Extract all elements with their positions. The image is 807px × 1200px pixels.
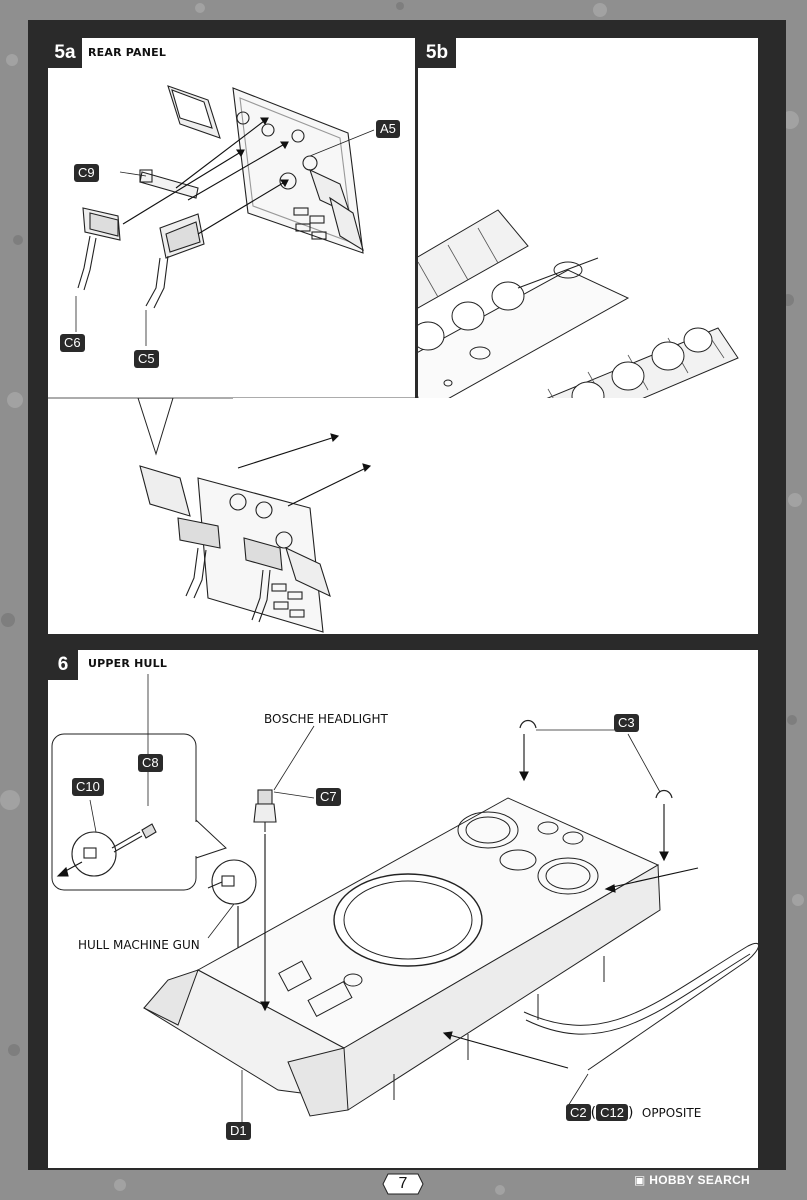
watermark-text: HOBBY SEARCH (649, 1173, 751, 1187)
step-5-rear-assembly-panel (48, 398, 758, 634)
caption-opposite: OPPOSITE (641, 1106, 702, 1120)
part-label-c2: C2 (566, 1104, 591, 1121)
step-6-badge: 6 (48, 650, 78, 680)
step-6-panel: 6 UPPER HULL (48, 650, 758, 1168)
step-6-title: UPPER HULL (88, 657, 168, 670)
hobby-search-watermark: ▣ HOBBY SEARCH (634, 1173, 750, 1187)
part-label-c8: C8 (138, 754, 163, 772)
step-5a-title: REAR PANEL (88, 46, 167, 59)
part-label-c10: C10 (72, 778, 104, 796)
caption-bosche-headlight: BOSCHE HEADLIGHT (264, 712, 388, 726)
part-label-a5: A5 (376, 120, 400, 138)
page-number-frame-icon (382, 1173, 424, 1195)
part-label-c7: C7 (316, 788, 341, 806)
paren-close: ) (627, 1105, 634, 1121)
step-5a-panel: 5a REAR PANEL (48, 38, 415, 398)
caption-hull-machine-gun: HULL MACHINE GUN (78, 938, 200, 952)
rear-assembly-zoom-drawing (48, 398, 372, 633)
part-label-c9: C9 (74, 164, 99, 182)
paren-open: ( (590, 1105, 597, 1121)
step-5a-badge: 5a (48, 38, 82, 68)
part-label-c6: C6 (60, 334, 85, 352)
step-5b-panel: 5b (418, 38, 758, 398)
lower-hull-with-tracks-drawing (418, 209, 739, 398)
page-number: 7 (382, 1172, 424, 1196)
step-5b-badge: 5b (418, 38, 456, 68)
c2-c12-opposite-note: C2(C12) OPPOSITE (566, 1104, 701, 1122)
part-label-d1: D1 (226, 1122, 251, 1140)
rear-panel-parts-drawing (48, 85, 415, 398)
part-label-c12: C12 (596, 1104, 628, 1121)
hobby-search-logo-icon: ▣ (634, 1173, 646, 1187)
upper-hull-drawing (51, 674, 758, 1126)
part-label-c5: C5 (134, 350, 159, 368)
part-label-c3: C3 (614, 714, 639, 732)
page-number-text: 7 (398, 1175, 408, 1192)
